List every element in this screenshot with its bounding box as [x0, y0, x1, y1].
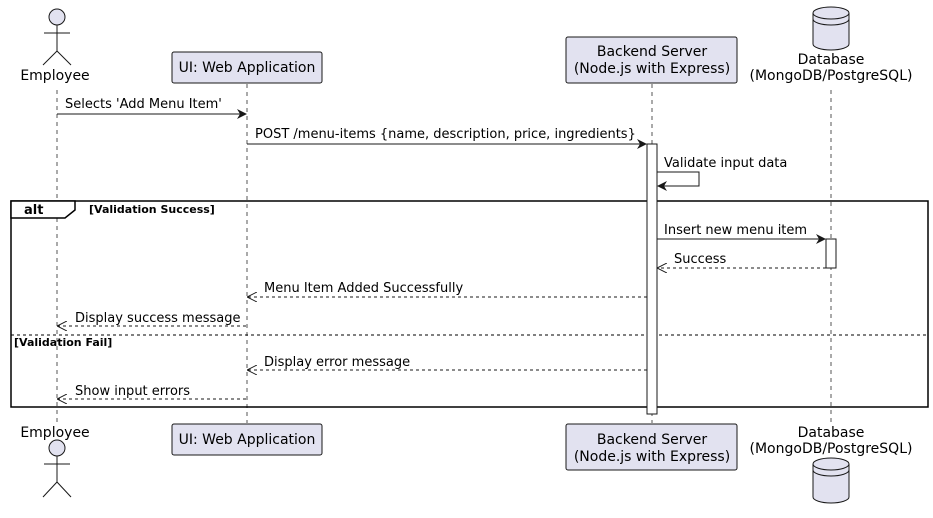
- ui-label-bottom: UI: Web Application: [179, 432, 316, 448]
- message-success: Success: [658, 252, 826, 268]
- database-label-bottom-2: (MongoDB/PostgreSQL): [750, 441, 913, 457]
- database-label-top-2: (MongoDB/PostgreSQL): [750, 68, 913, 84]
- database-activation-overlay: [825, 238, 837, 269]
- guard-validation-success: [Validation Success]: [89, 203, 215, 216]
- guard-validation-fail: [Validation Fail]: [14, 336, 112, 349]
- database-participant-top: Database (MongoDB/PostgreSQL): [750, 6, 913, 84]
- ui-participant-top: UI: Web Application: [171, 51, 323, 84]
- message-label: POST /menu-items {name, description, pri…: [255, 127, 636, 142]
- backend-activation-overlay: [646, 143, 658, 415]
- alt-keyword: alt: [24, 203, 43, 218]
- message-label: Show input errors: [75, 384, 190, 399]
- message-post-menu-items: POST /menu-items {name, description, pri…: [247, 127, 647, 149]
- message-label: Selects 'Add Menu Item': [65, 97, 222, 112]
- backend-participant-top: Backend Server (Node.js with Express): [565, 36, 738, 84]
- backend-label-bottom-2: (Node.js with Express): [574, 449, 730, 465]
- message-display-success: Display success message: [58, 311, 246, 326]
- database-label-top-1: Database: [798, 52, 865, 68]
- message-show-input-errors: Show input errors: [58, 384, 246, 399]
- backend-participant-bottom: Backend Server (Node.js with Express): [565, 423, 738, 471]
- backend-label-top-2: (Node.js with Express): [574, 61, 730, 77]
- employee-actor-bottom: Employee: [20, 425, 90, 498]
- ui-participant-bottom: UI: Web Application: [171, 423, 323, 456]
- employee-label-bottom: Employee: [20, 425, 89, 441]
- employee-label-top: Employee: [20, 68, 89, 84]
- employee-actor-top: Employee: [20, 8, 90, 84]
- message-label: Insert new menu item: [664, 223, 807, 238]
- message-display-error: Display error message: [248, 355, 647, 370]
- message-label: Display error message: [264, 355, 410, 370]
- message-validate-input: Validate input data: [657, 156, 787, 191]
- database-participant-bottom: Database (MongoDB/PostgreSQL): [750, 425, 913, 504]
- message-label: Menu Item Added Successfully: [264, 281, 463, 296]
- backend-label-bottom-1: Backend Server: [597, 432, 707, 448]
- database-label-bottom-1: Database: [798, 425, 865, 441]
- message-menu-item-added: Menu Item Added Successfully: [248, 281, 647, 297]
- alt-frame: alt [Validation Success] [Validation Fai…: [10, 200, 929, 408]
- message-selects-add-menu-item: Selects 'Add Menu Item': [57, 97, 247, 119]
- message-label: Display success message: [75, 311, 240, 326]
- ui-label-top: UI: Web Application: [179, 60, 316, 76]
- backend-label-top-1: Backend Server: [597, 44, 707, 60]
- message-label: Success: [674, 252, 727, 267]
- message-label: Validate input data: [664, 156, 787, 171]
- message-insert-new-menu-item: Insert new menu item: [657, 223, 826, 244]
